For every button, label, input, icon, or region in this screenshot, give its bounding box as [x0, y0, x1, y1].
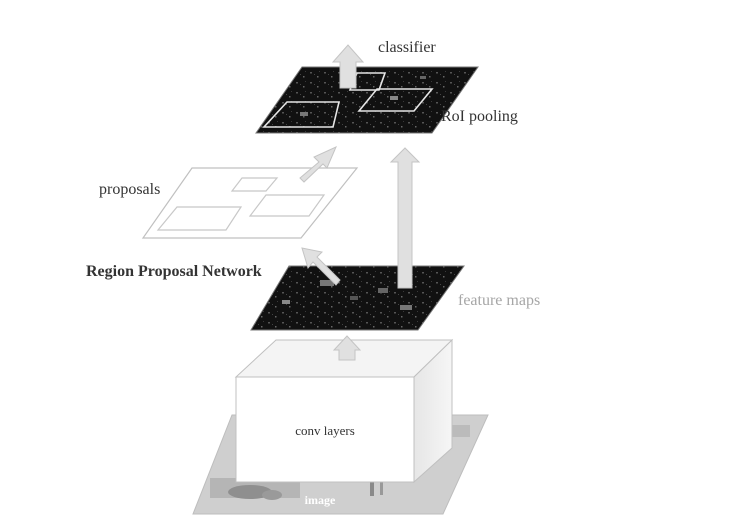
arrow-roi-to-classifier: [331, 44, 365, 89]
image-label: image: [305, 493, 336, 507]
arrow-rpn: [301, 247, 341, 286]
proposals-plane: [141, 167, 359, 239]
proposals-label: proposals: [99, 181, 160, 198]
roi-pooling-plane: [255, 66, 479, 134]
conv-layers-label: conv layers: [295, 423, 355, 438]
feature-maps-label: feature maps: [458, 292, 540, 309]
feature-maps-plane: [250, 265, 465, 331]
classifier-label: classifier: [378, 39, 436, 56]
arrow-feature-to-roi: [389, 147, 421, 289]
roi-pooling-label: RoI pooling: [441, 108, 518, 125]
rpn-label: Region Proposal Network: [86, 263, 262, 280]
arrow-conv-to-feature: [332, 335, 362, 361]
arrow-proposals-to-roi: [299, 146, 337, 183]
conv-layers-box: conv layers: [234, 338, 454, 484]
